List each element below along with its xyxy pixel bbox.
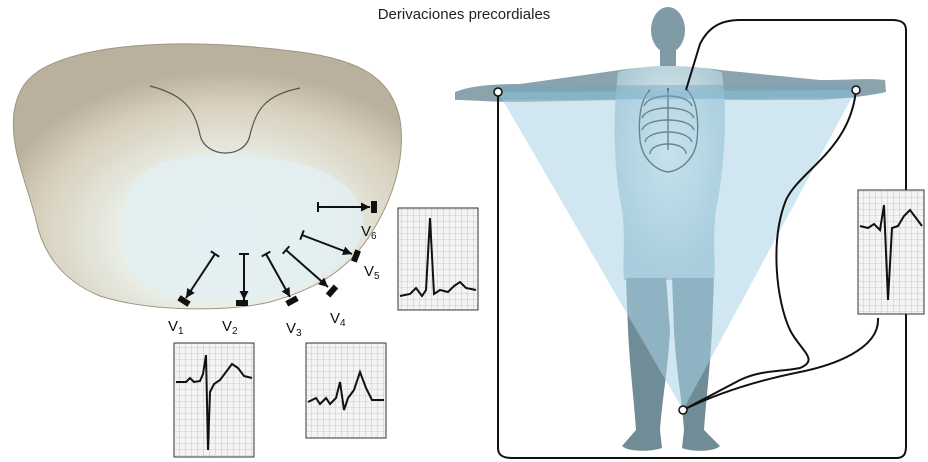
arrow-v4 [285, 249, 329, 288]
lead-label-v2: V2 [222, 318, 238, 337]
ecg-trace-v1-v2 [176, 354, 253, 451]
ecg-strip-v1-v2 [173, 342, 255, 458]
electrode-right-arm [493, 87, 503, 97]
arrow-tail-v1 [210, 250, 220, 258]
electrode-pad-v1 [177, 295, 191, 307]
arrowhead-v6 [361, 202, 370, 212]
ecg-trace-limb [859, 204, 923, 301]
lead-label-v5: V5 [364, 263, 380, 282]
ecg-strip-limb [857, 189, 925, 315]
arrowhead-v2 [239, 291, 249, 300]
spine-contour [149, 85, 301, 154]
lead-labels: V1 V2 V3 V4 V5 V6 [168, 223, 380, 339]
triangle-top-band [498, 84, 856, 100]
arrow-tail-v5 [299, 229, 305, 241]
arrow-tail-v4 [281, 245, 291, 255]
arrowhead-v5 [341, 246, 352, 256]
arrowhead-v1 [186, 288, 195, 298]
lead-label-v3: V3 [286, 320, 302, 339]
ecg-trace-v3-v4 [307, 369, 384, 411]
ecg-strip-v5-v6 [397, 207, 479, 311]
lead-label-v6: V6 [361, 223, 377, 242]
wire-left-arm [682, 89, 857, 411]
electrode-left-arm [851, 85, 861, 95]
lead-label-v1: V1 [168, 318, 184, 337]
thorax-cross-section [12, 43, 402, 310]
head [651, 7, 685, 53]
electrode-pad-v2 [236, 300, 248, 306]
arrowhead-v4 [318, 277, 328, 287]
wire-to-ecg [682, 317, 880, 411]
electrode-group [177, 201, 377, 307]
electrode-left-leg [678, 405, 688, 415]
electrode-pad-v3 [285, 295, 299, 307]
lead-label-v4: V4 [330, 310, 346, 329]
ecg-trace-v5-v6 [399, 217, 477, 298]
electrode-pad-v5 [351, 249, 361, 263]
diagram-title: Derivaciones precordiales [377, 6, 551, 23]
arrowhead-v3 [281, 286, 290, 297]
ecg-strip-v3-v4 [305, 342, 387, 439]
arrow-tail-v3 [261, 250, 271, 258]
electrode-pad-v4 [325, 284, 339, 298]
electrode-pad-v6 [371, 201, 377, 213]
einthoven-triangle [498, 90, 856, 410]
